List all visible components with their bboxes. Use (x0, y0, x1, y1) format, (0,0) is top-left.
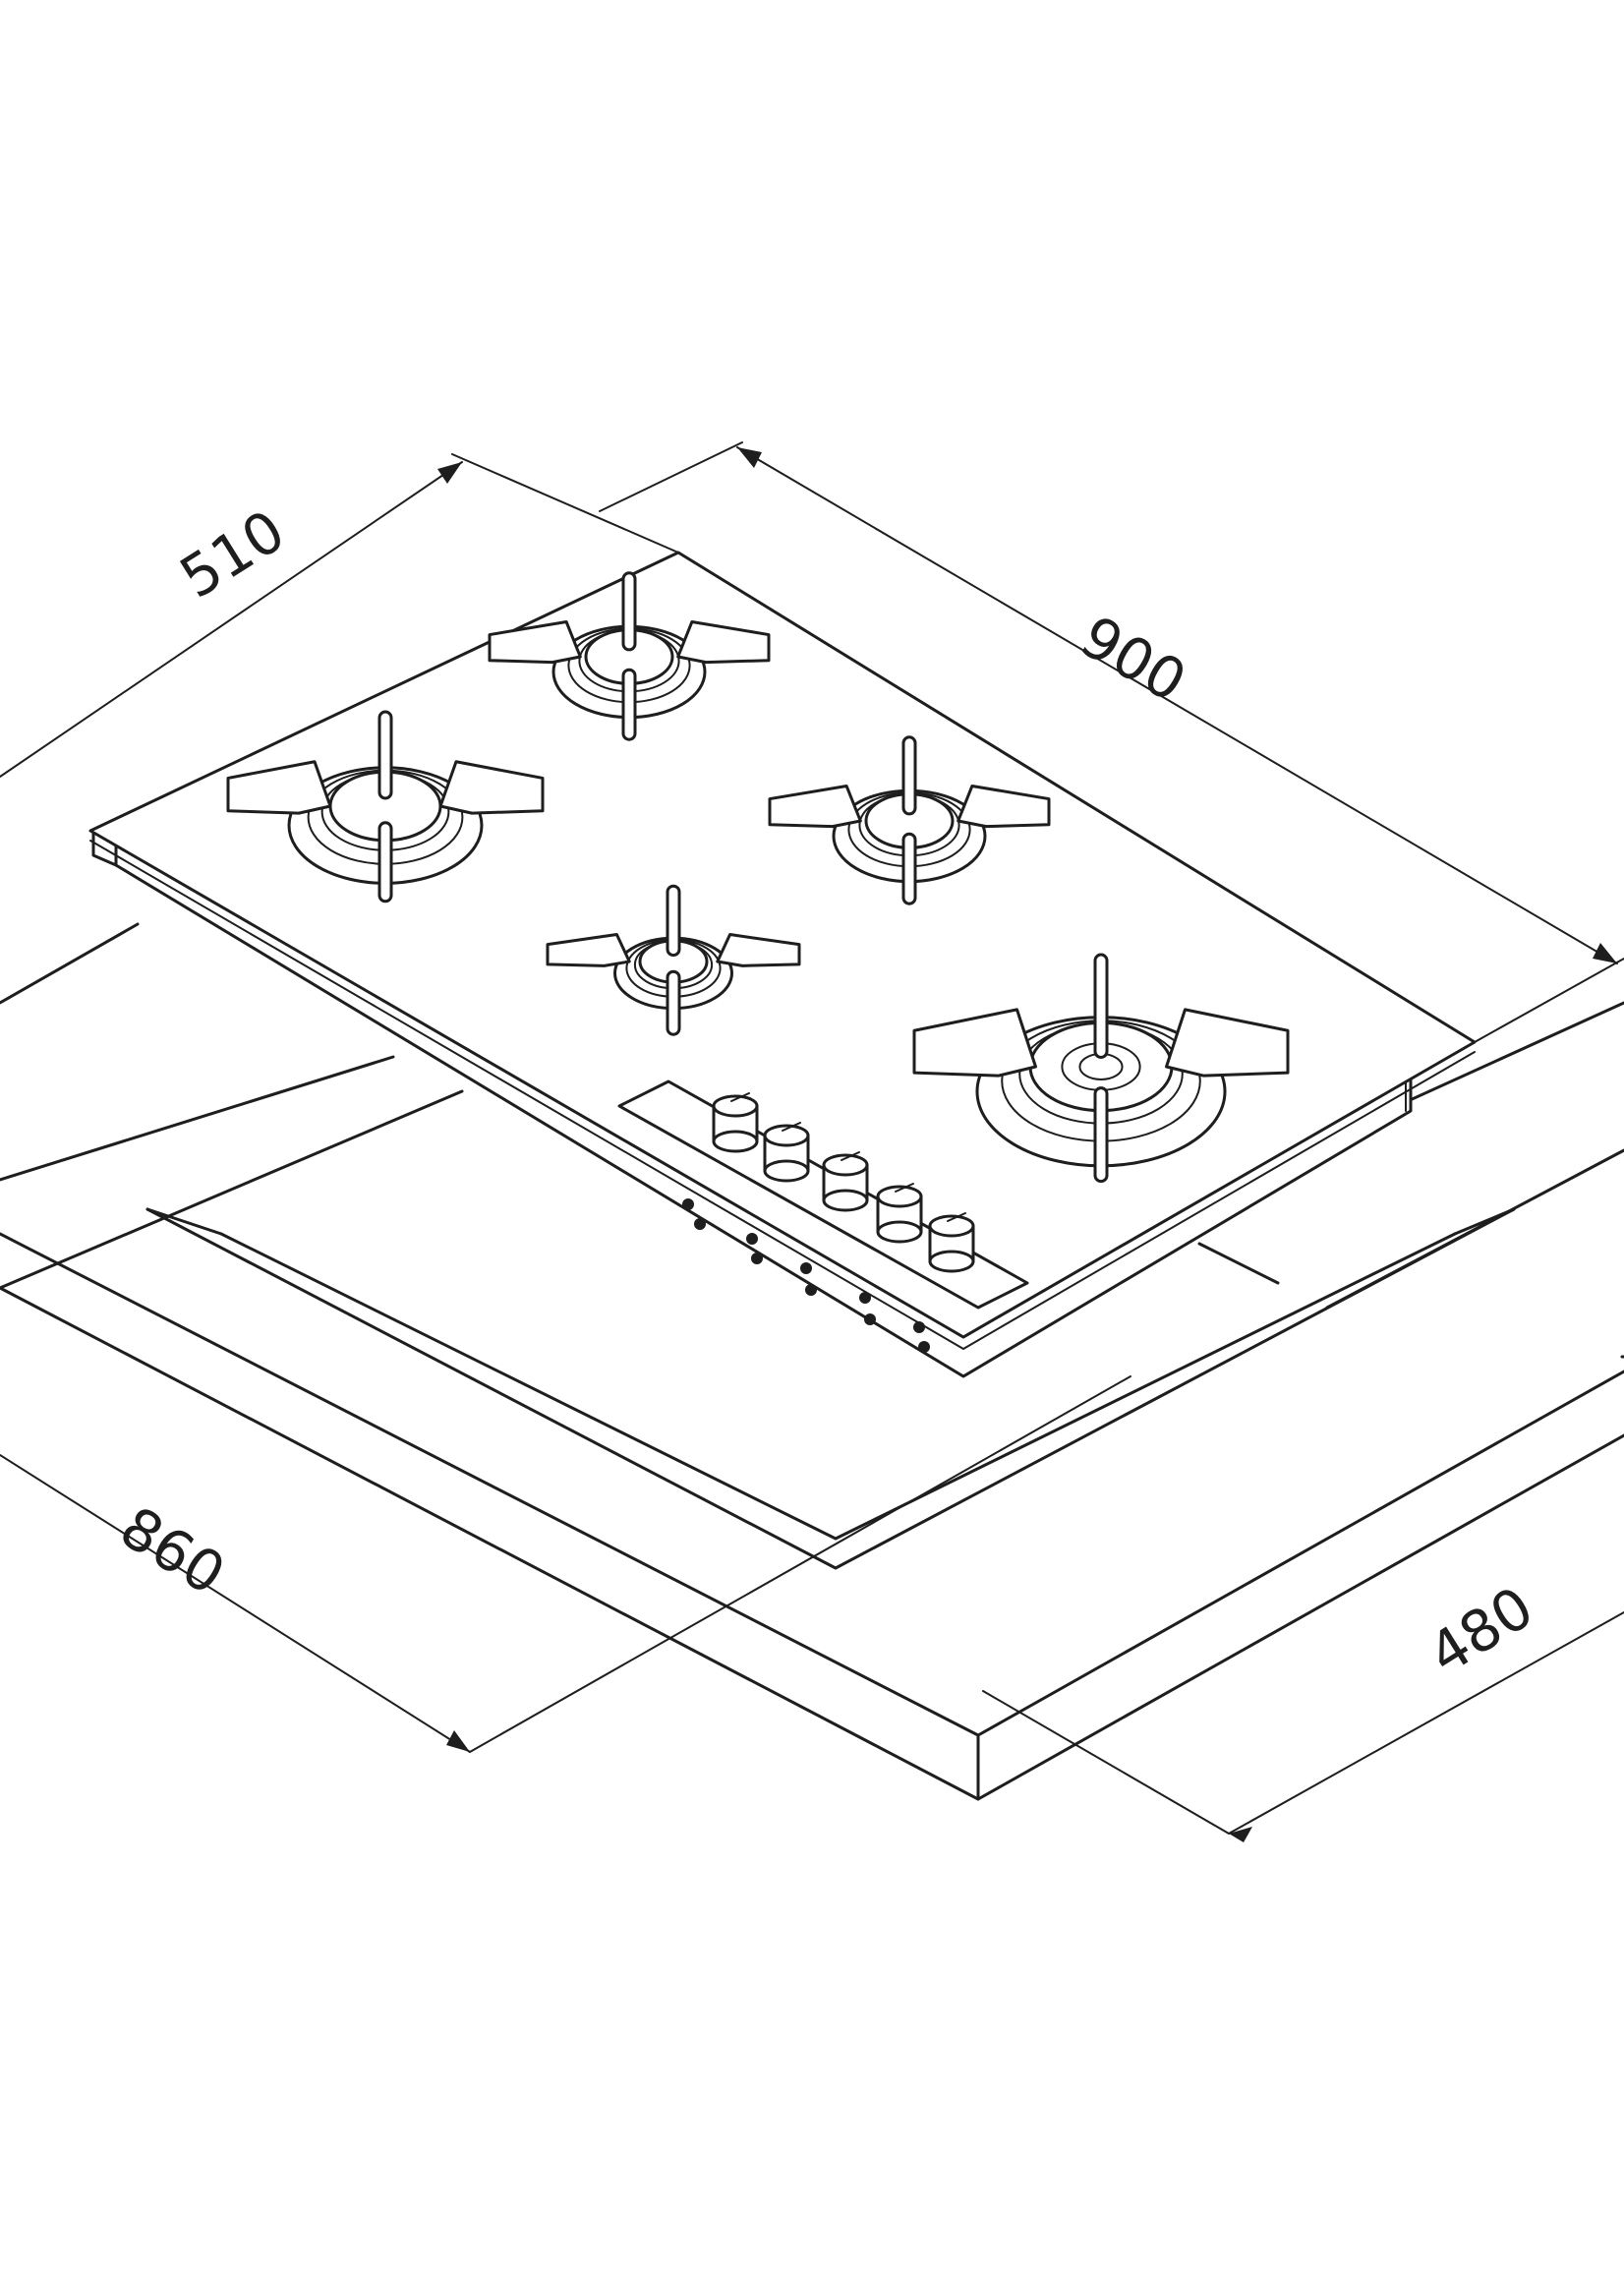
control-knob-3 (822, 1151, 869, 1212)
burner-3 (768, 735, 1051, 905)
burners (226, 571, 1290, 1184)
control-knob-2 (763, 1122, 810, 1183)
cutout-width-label: 860 (109, 1493, 237, 1607)
dimension-lines (0, 441, 1624, 1842)
cutout-opening (145, 1207, 1516, 1570)
control-knob-1 (712, 1092, 759, 1153)
casing-dots (682, 1198, 930, 1353)
hob-depth-label: 510 (168, 497, 296, 612)
hob-width-label: 900 (1070, 603, 1197, 715)
control-knob-4 (876, 1183, 923, 1244)
control-knob-5 (928, 1212, 975, 1273)
burner-2 (488, 571, 771, 741)
knobs (712, 1092, 975, 1273)
burner-4 (546, 884, 801, 1036)
burner-1 (226, 710, 545, 904)
cutout-depth-label: 480 (1417, 1574, 1544, 1688)
burner-5 (912, 953, 1290, 1184)
